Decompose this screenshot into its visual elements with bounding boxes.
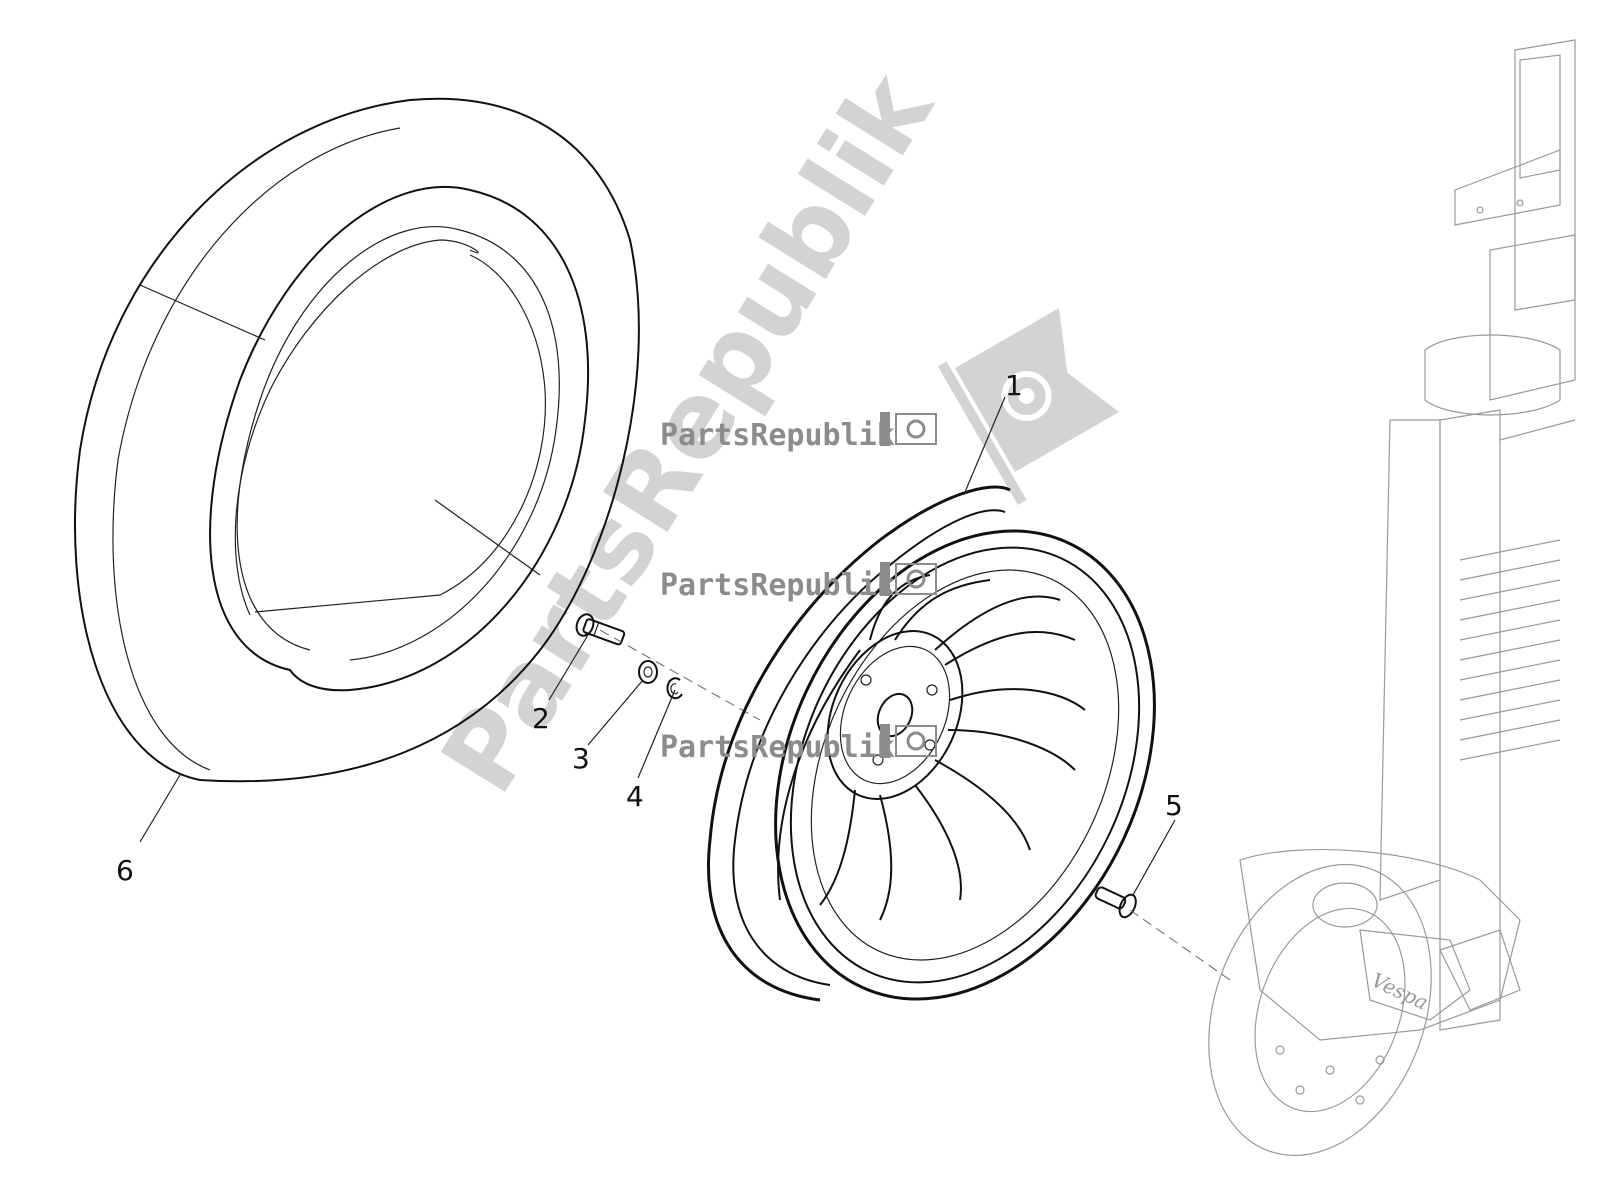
watermark-flag-icon	[937, 308, 1119, 505]
assembly-axis-line	[599, 629, 761, 721]
leader-line-4	[637, 689, 676, 779]
brand-gear-icon	[880, 724, 937, 758]
callout-3[interactable]: 3	[572, 742, 590, 775]
wheel-spokes	[819, 574, 1086, 921]
leader-line-2	[548, 634, 589, 701]
tyre-valve-part[interactable]	[1092, 881, 1139, 920]
brand-gear-icon	[880, 412, 937, 446]
leader-line-3	[587, 679, 644, 746]
brand-watermark-1: PartsRepublik	[660, 412, 937, 453]
leader-line-5	[1132, 819, 1176, 896]
callout-6[interactable]: 6	[116, 854, 134, 887]
brand-watermark-text: PartsRepublik	[660, 730, 895, 765]
leader-lines	[139, 396, 1176, 896]
brand-watermark-text: PartsRepublik	[660, 418, 895, 453]
brand-gear-icon	[880, 562, 937, 596]
leader-line-1	[964, 396, 1006, 493]
washer-part[interactable]	[638, 660, 658, 684]
spring-washer-part[interactable]	[666, 677, 683, 700]
valve-axis-line	[1129, 909, 1231, 981]
bolt-part[interactable]	[574, 612, 627, 649]
wheel-rim-part[interactable]	[703, 469, 1227, 1061]
front-fork-context: Vespa	[1208, 39, 1576, 1157]
vespa-logo-lettering: Vespa	[1368, 968, 1432, 1015]
brand-watermark-2: PartsRepublik	[660, 562, 937, 603]
brand-watermark-3: PartsRepublik	[660, 724, 937, 765]
brand-watermark-text: PartsRepublik	[660, 568, 895, 603]
callout-4[interactable]: 4	[626, 780, 644, 813]
callout-2[interactable]: 2	[532, 702, 550, 735]
tyre-part[interactable]	[74, 97, 640, 783]
callout-labels: 1 2 3 4 5 6	[116, 369, 1183, 887]
callout-5[interactable]: 5	[1165, 789, 1183, 822]
callout-1[interactable]: 1	[1005, 369, 1023, 402]
leader-line-6	[139, 774, 181, 843]
shock-spring-context	[1459, 539, 1561, 761]
